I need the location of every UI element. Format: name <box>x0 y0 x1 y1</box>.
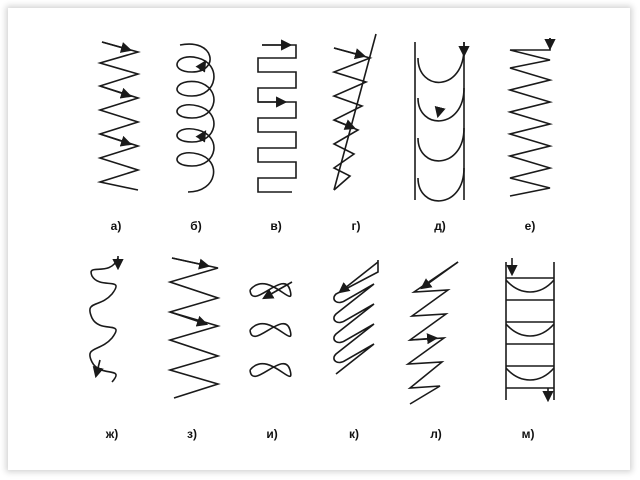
caption-k: к) <box>349 427 359 441</box>
pattern-v <box>257 39 297 193</box>
pattern-d <box>414 42 470 202</box>
caption-e: е) <box>525 219 536 233</box>
caption-d: д) <box>434 219 446 233</box>
caption-zh: ж) <box>105 427 119 441</box>
pattern-zh <box>89 256 124 383</box>
caption-a: а) <box>111 219 122 233</box>
caption-g: г) <box>352 219 361 233</box>
pattern-e <box>506 38 556 197</box>
pattern-k <box>333 260 379 375</box>
caption-l: л) <box>430 427 442 441</box>
caption-z: з) <box>187 427 197 441</box>
pattern-m <box>505 258 555 403</box>
pattern-a <box>96 41 141 191</box>
slide-frame <box>8 8 630 470</box>
caption-m: м) <box>522 427 535 441</box>
pattern-l <box>405 261 459 405</box>
pattern-i <box>249 281 293 378</box>
pattern-z <box>167 257 221 399</box>
pattern-g <box>331 33 377 191</box>
caption-b: б) <box>190 219 201 233</box>
pattern-b <box>176 43 215 193</box>
caption-v: в) <box>270 219 281 233</box>
caption-i: и) <box>266 427 277 441</box>
